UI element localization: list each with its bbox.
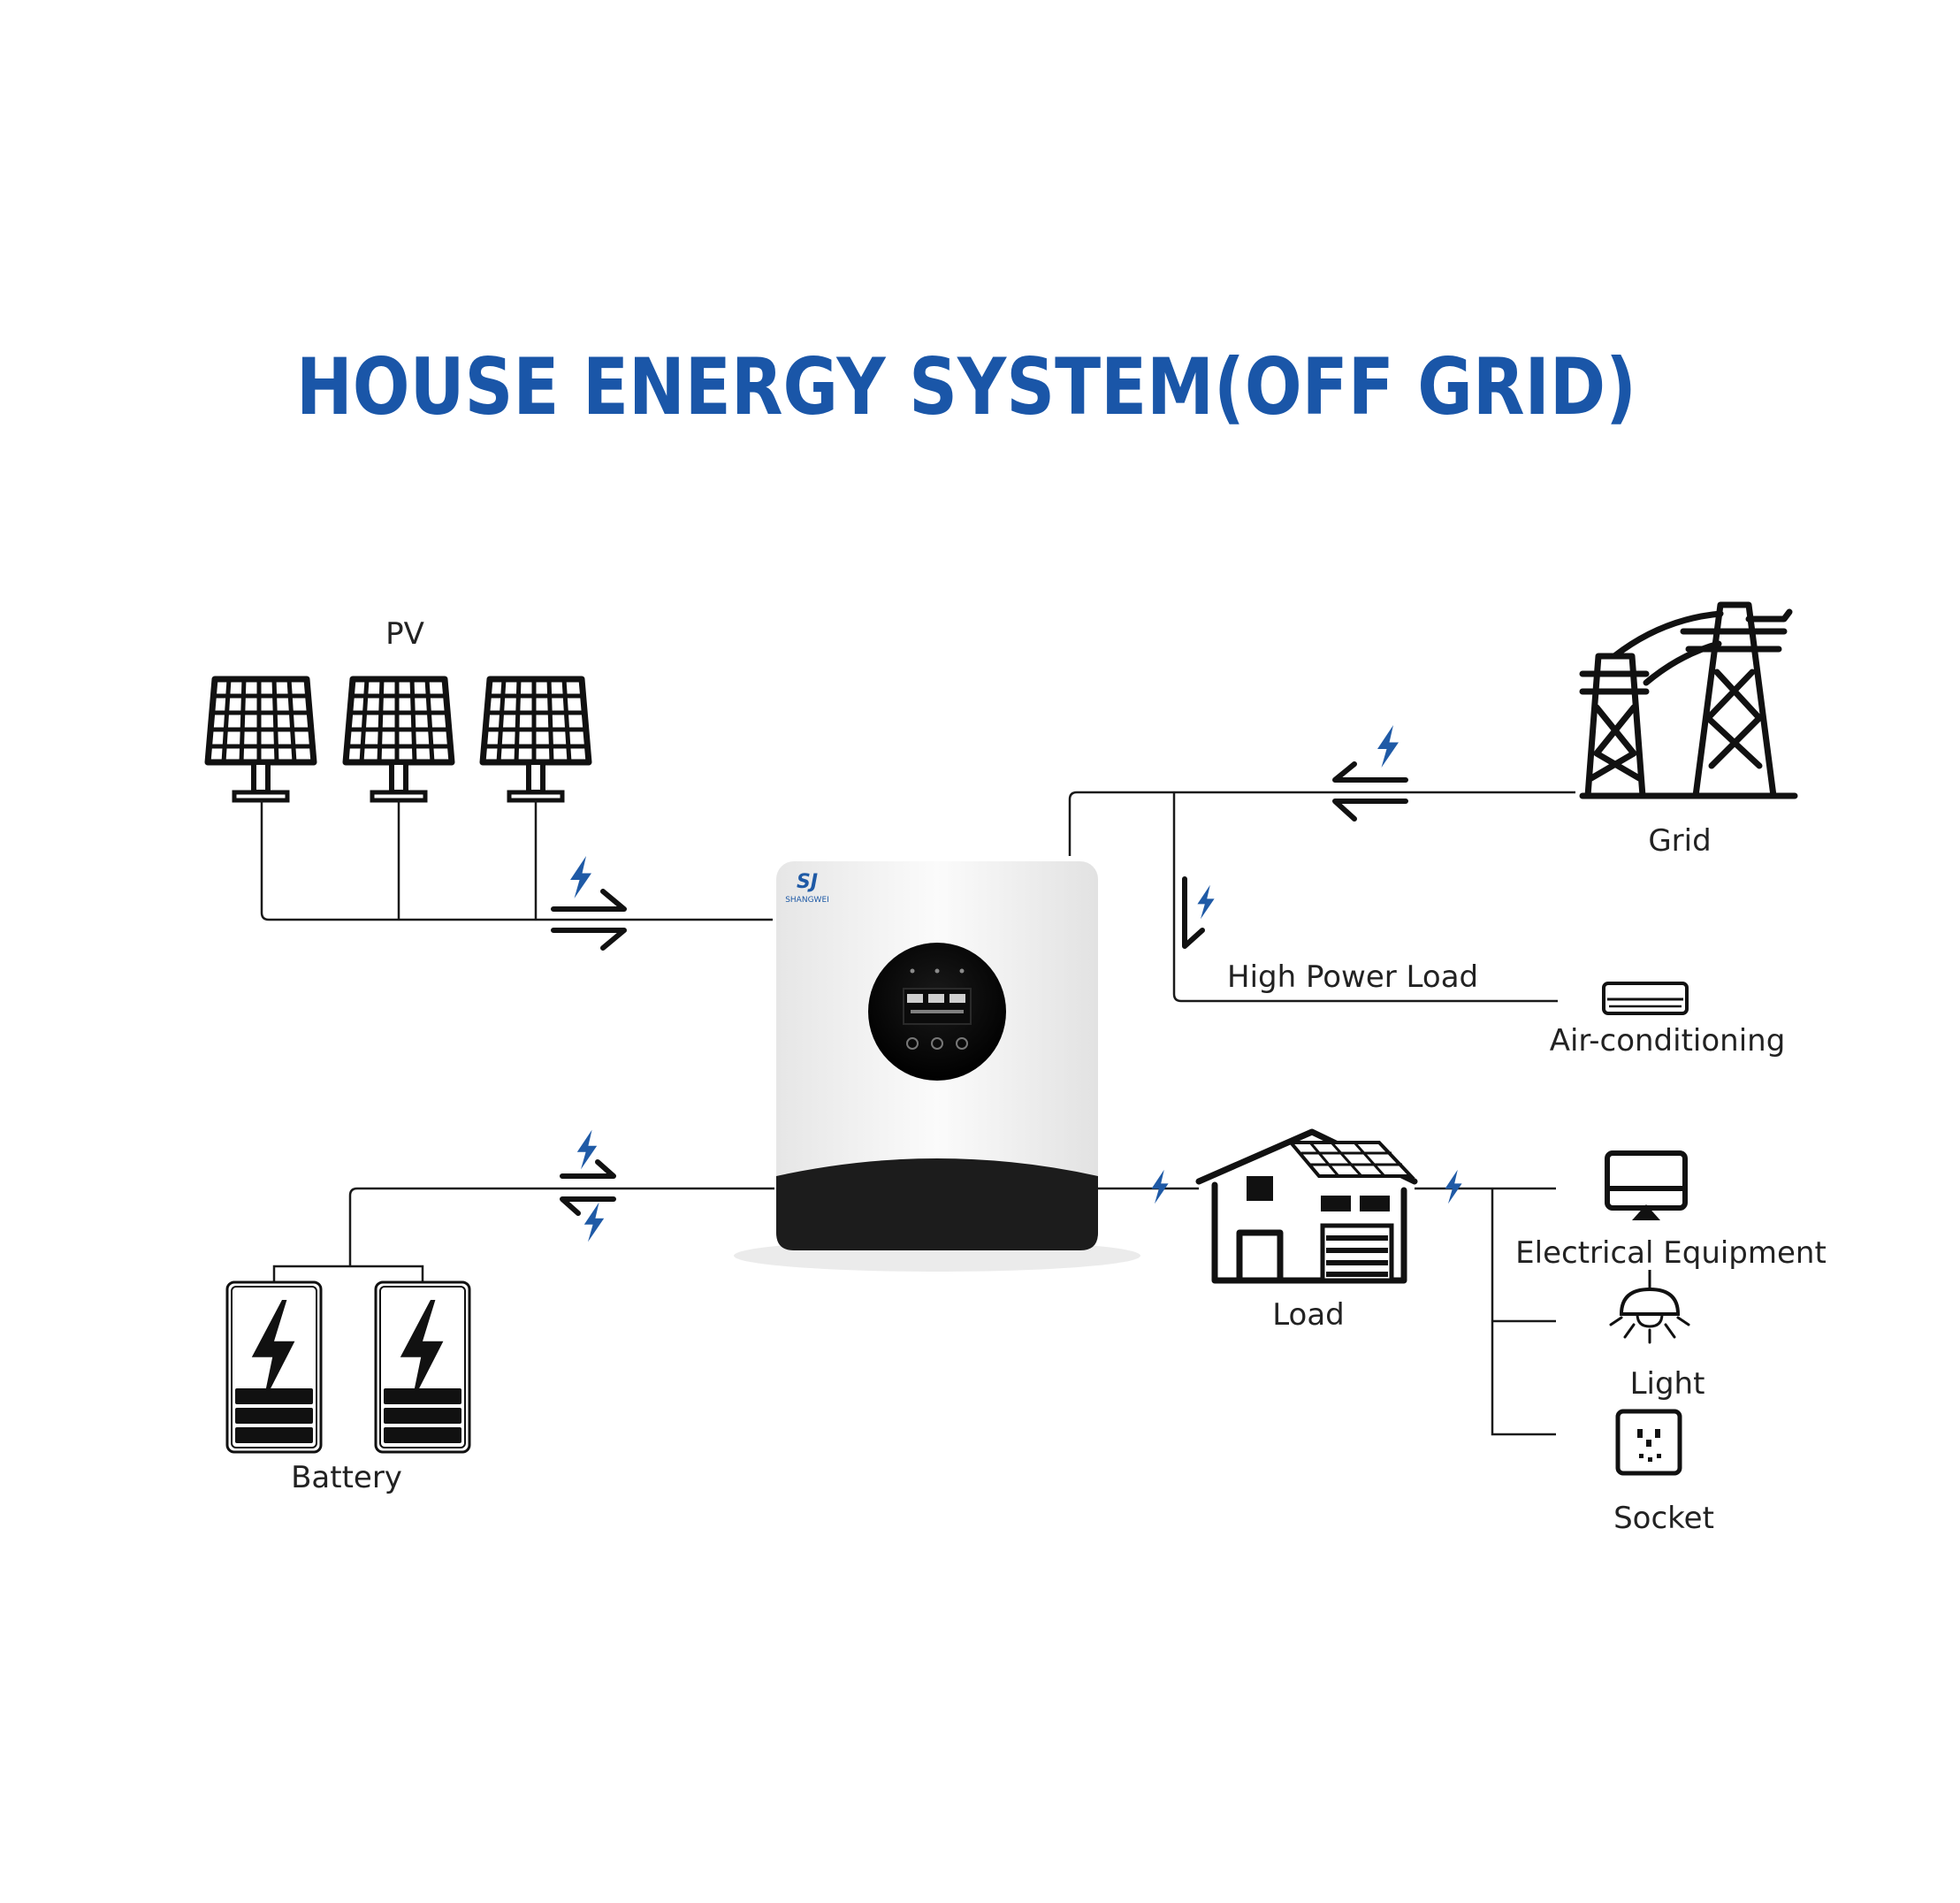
inverter-unit: SJ SHANGWEI xyxy=(734,861,1140,1272)
battery-label: Battery xyxy=(291,1460,402,1495)
battery-wiring xyxy=(272,1187,774,1284)
battery-bidirectional-arrow xyxy=(560,1159,616,1216)
socket-icon xyxy=(1615,1409,1682,1476)
pv-bidirectional-arrow xyxy=(551,889,627,951)
page-title: HOUSE ENERGY SYSTEM(OFF GRID) xyxy=(296,341,1636,432)
pv-wiring xyxy=(260,800,773,921)
house-icon xyxy=(1195,1128,1418,1284)
lightning-bolt-icon xyxy=(576,1129,598,1170)
high-power-load-label: High Power Load xyxy=(1227,959,1478,995)
pv-label: PV xyxy=(385,616,424,652)
battery-icon xyxy=(225,1280,471,1454)
lightning-bolt-icon xyxy=(1377,725,1399,768)
lightning-bolt-icon xyxy=(1197,884,1215,920)
grid-bidirectional-arrow xyxy=(1332,761,1408,822)
svg-text:SHANGWEI: SHANGWEI xyxy=(785,896,829,905)
light-label: Light xyxy=(1630,1366,1705,1402)
power-tower-icon xyxy=(1579,601,1798,799)
solar-panel-icon xyxy=(208,679,589,800)
grid-wiring xyxy=(1068,791,1575,1003)
ceiling-light-icon xyxy=(1609,1270,1690,1344)
svg-text:SJ: SJ xyxy=(797,871,818,893)
electrical-equipment-label: Electrical Equipment xyxy=(1515,1235,1827,1271)
socket-label: Socket xyxy=(1613,1501,1714,1536)
air-conditioner-icon xyxy=(1602,982,1689,1015)
air-conditioning-label: Air-conditioning xyxy=(1550,1023,1786,1058)
high-power-load-arrow xyxy=(1182,876,1205,949)
lightning-bolt-icon xyxy=(570,856,591,898)
lightning-bolt-icon xyxy=(1445,1169,1462,1204)
load-wiring xyxy=(1098,1187,1556,1436)
brand-logo: SJ SHANGWEI xyxy=(785,871,829,905)
monitor-icon xyxy=(1605,1150,1688,1220)
lightning-bolt-icon xyxy=(1151,1169,1169,1204)
grid-label: Grid xyxy=(1648,823,1711,859)
inverter-display xyxy=(868,943,1006,1081)
load-label: Load xyxy=(1272,1297,1345,1333)
lightning-bolt-icon xyxy=(583,1202,605,1242)
